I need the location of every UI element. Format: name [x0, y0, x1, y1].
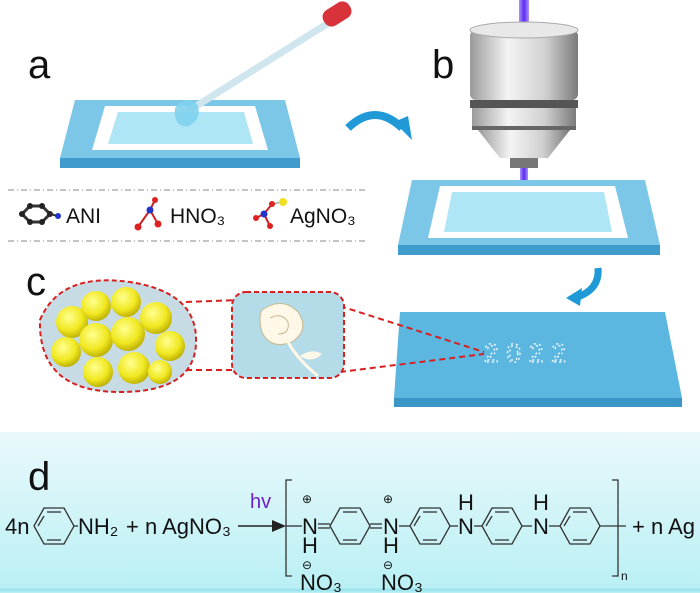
zoom-lines: [185, 299, 485, 373]
objective-lens-icon: [469, 21, 579, 168]
counter-ion-1: NO₃: [300, 570, 342, 593]
legend-label-agno3: AgNO₃: [290, 205, 356, 228]
reaction-equation: 4n NH₂ + n AgNO₃ hv ⊕ N H ⊖ NO₃ ⊕ N H ⊖ …: [5, 479, 695, 593]
curved-arrow-down-icon: [566, 267, 602, 306]
silver-nanoparticles-inset: [38, 279, 198, 394]
curved-arrow-icon: [345, 111, 412, 140]
legend-agno3: AgNO₃: [253, 198, 356, 229]
benzene-ring-3: [474, 507, 532, 545]
positive-charge-1: ⊕: [302, 492, 312, 506]
hydrogen-2: H: [383, 533, 399, 558]
benzene-ring-2: [399, 507, 458, 545]
nitrogen-2: N: [383, 514, 399, 539]
light-condition-label: hv: [250, 491, 271, 513]
legend-label-ani: ANI: [66, 205, 101, 228]
repeat-unit-subscript: n: [621, 569, 628, 583]
amine-group: NH₂: [78, 514, 118, 539]
panel-label-b: b: [432, 43, 454, 87]
silver-nitrate-molecule-icon: [253, 198, 287, 229]
hydrogen-3: H: [458, 490, 474, 515]
coefficient: 4n: [5, 514, 29, 539]
rose-icon: [259, 303, 322, 378]
substrate-b: [398, 180, 660, 255]
panel-label-a: a: [28, 43, 51, 87]
nitric-acid-molecule-icon: [134, 197, 162, 231]
substrate-a: [60, 100, 300, 168]
reagent-silver-nitrate: + n AgNO₃: [126, 514, 231, 539]
nitrogen-3: N: [458, 514, 474, 539]
benzene-ring-4: [549, 507, 626, 545]
laser-beam: [519, 0, 529, 32]
left-bracket: [285, 479, 292, 577]
nitrogen-1: N: [302, 514, 318, 539]
dropper-icon: [174, 1, 352, 127]
rose-pattern-inset: [231, 291, 345, 379]
legend-label-hno3: HNO₃: [170, 205, 225, 228]
nitrogen-4: N: [533, 514, 549, 539]
silver-product: + n Ag: [632, 514, 695, 539]
counter-ion-2: NO₃: [381, 570, 423, 593]
positive-charge-2: ⊕: [383, 492, 393, 506]
reaction-arrow-icon: [238, 520, 286, 532]
hydrogen-1: H: [302, 533, 318, 558]
printed-pattern-text: 2022: [484, 338, 574, 368]
silver-particle-icons: [51, 287, 185, 387]
panel-label-c: c: [26, 260, 46, 304]
negative-charge-2: ⊖: [383, 558, 393, 572]
patterned-substrate: 2022: [394, 312, 682, 407]
aniline-molecule-icon: [19, 203, 61, 225]
hydrogen-4: H: [533, 490, 549, 515]
legend-ani: ANI: [19, 203, 101, 228]
quinoid-ring: [318, 507, 382, 545]
negative-charge-1: ⊖: [302, 558, 312, 572]
legend-hno3: HNO₃: [134, 197, 225, 231]
right-bracket: [612, 479, 619, 577]
panel-label-d: d: [28, 455, 50, 499]
